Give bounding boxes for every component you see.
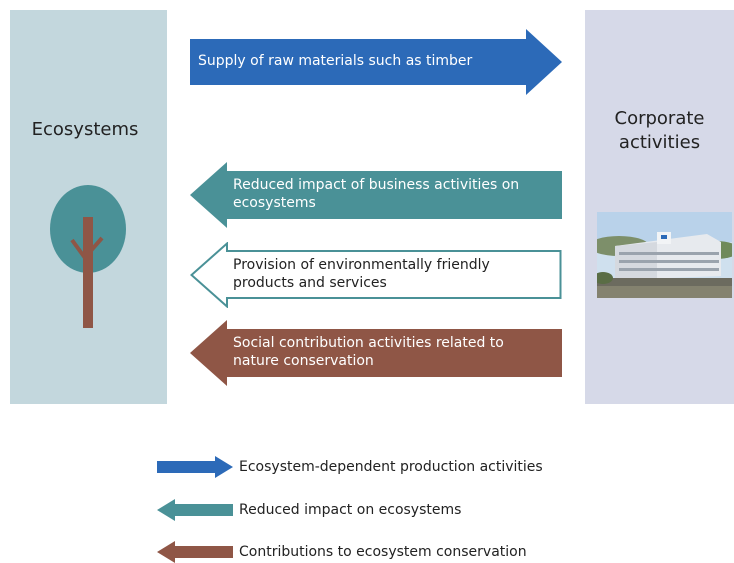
arrow-social-contribution-line2: nature conservation xyxy=(233,353,374,369)
ecosystems-panel: Ecosystems xyxy=(10,10,167,404)
legend-label-reduced-impact: Reduced impact on ecosystems xyxy=(239,502,462,518)
arrow-reduced-impact: Reduced impact of business activities on… xyxy=(190,162,562,228)
legend-left-arrow-icon xyxy=(157,499,233,521)
corporate-title-line1: Corporate xyxy=(614,108,705,129)
arrow-reduced-impact-line2: ecosystems xyxy=(233,195,316,211)
legend-label-production: Ecosystem-dependent production activitie… xyxy=(239,459,543,475)
arrow-social-contribution-text: Social contribution activities related t… xyxy=(233,334,504,370)
left-arrow-shape xyxy=(190,162,562,228)
legend-right-arrow-icon xyxy=(157,456,233,478)
corporate-title: Corporate activities xyxy=(585,107,734,155)
left-arrow-outline-shape xyxy=(190,242,562,308)
right-arrow-shape xyxy=(190,29,562,95)
arrow-reduced-impact-text: Reduced impact of business activities on… xyxy=(233,176,519,212)
arrow-social-contribution: Social contribution activities related t… xyxy=(190,320,562,386)
arrow-eco-products-line1: Provision of environmentally friendly xyxy=(233,257,490,273)
arrow-eco-products-text: Provision of environmentally friendly pr… xyxy=(233,256,490,292)
left-arrow-shape xyxy=(190,320,562,386)
corporate-panel: Corporate activities xyxy=(585,10,734,404)
arrow-eco-products-line2: products and services xyxy=(233,275,387,291)
corporate-title-line2: activities xyxy=(618,132,701,153)
arrow-reduced-impact-line1: Reduced impact of business activities on xyxy=(233,177,520,193)
legend-left-arrow-icon xyxy=(157,541,233,563)
ecosystems-title: Ecosystems xyxy=(31,119,139,140)
legend-label-conservation: Contributions to ecosystem conservation xyxy=(239,544,527,560)
arrow-social-contribution-line1: Social contribution activities related t… xyxy=(233,335,504,351)
arrow-eco-products: Provision of environmentally friendly pr… xyxy=(190,242,562,308)
arrow-raw-materials-text: Supply of raw materials such as timber xyxy=(198,53,473,69)
tree-icon xyxy=(50,185,126,328)
arrow-raw-materials: Supply of raw materials such as timber xyxy=(190,29,562,95)
building-photo xyxy=(597,212,732,298)
